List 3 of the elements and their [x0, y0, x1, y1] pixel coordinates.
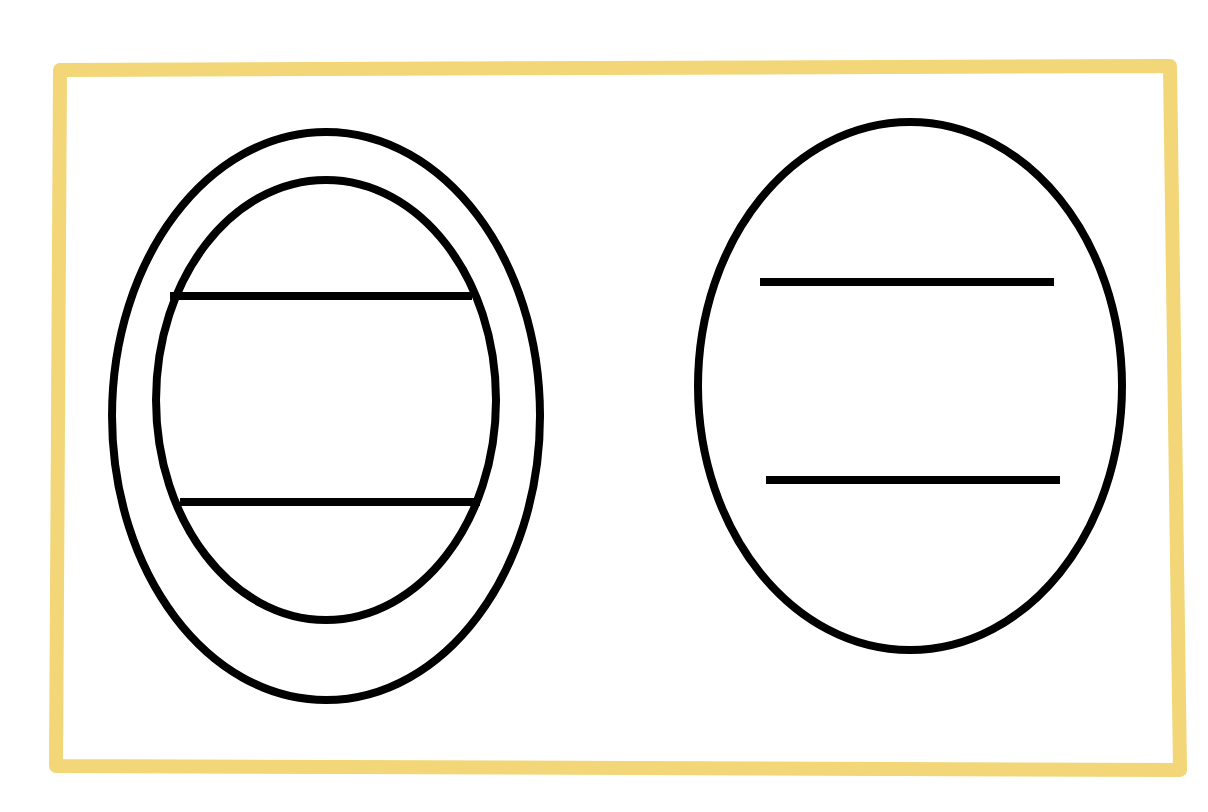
ellipse-shape: [108, 127, 544, 704]
ellipse-shape: [694, 118, 1126, 654]
ellipse-shape: [152, 176, 500, 624]
